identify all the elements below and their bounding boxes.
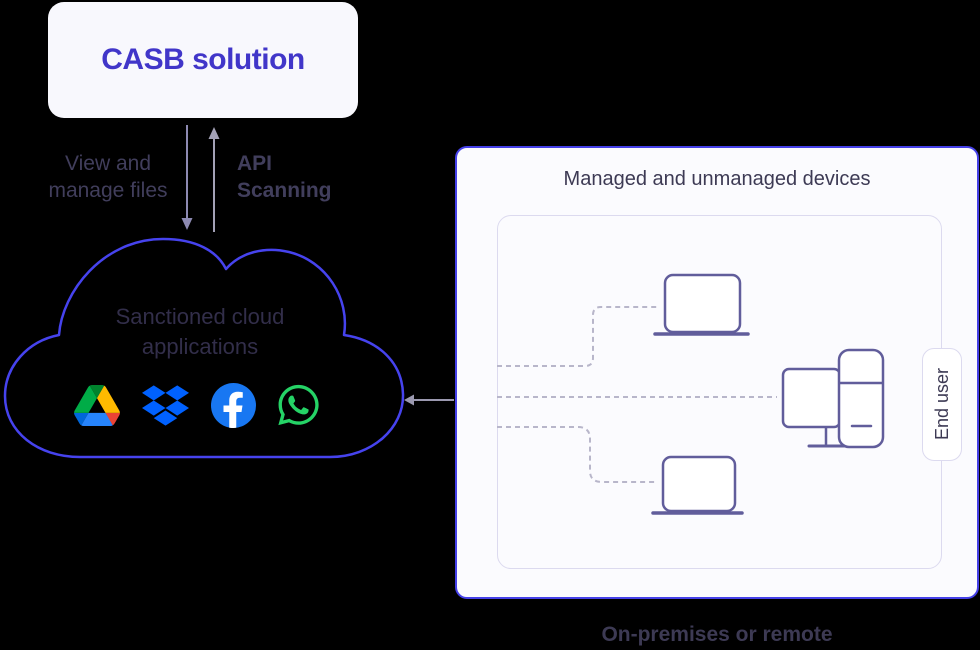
panel-to-cloud-arrow [404, 394, 454, 406]
end-user-tag: End user [922, 348, 962, 461]
laptop-icon [653, 273, 750, 336]
whatsapp-icon [278, 384, 319, 426]
google-drive-icon [74, 384, 120, 426]
devices-panel-title: Managed and unmanaged devices [563, 168, 871, 190]
api-scanning-label: API Scanning [237, 152, 332, 202]
view-manage-files-label: View and manage files [48, 152, 168, 202]
dashed-connector-top [497, 306, 659, 367]
on-premises-caption: On-premises or remote [601, 623, 833, 646]
arrow-up-icon [208, 127, 220, 232]
devices-artwork [497, 273, 885, 515]
end-user-label: End user [931, 368, 952, 441]
desktop-monitor-icon [781, 367, 847, 448]
devices-panel [455, 146, 979, 599]
arrow-down-icon [181, 125, 193, 230]
cloud-app-icons [74, 381, 319, 429]
cloud-label: Sanctioned cloud applications [115, 304, 285, 359]
casb-solution-title: CASB solution [101, 43, 305, 76]
facebook-icon [211, 382, 256, 428]
arrow-left-icon [404, 394, 454, 406]
casb-solution-box: CASB solution [48, 2, 358, 118]
smartphone-icon [837, 348, 885, 449]
dropbox-icon [142, 384, 189, 426]
dashed-connector-bottom [497, 426, 657, 483]
laptop-icon [651, 455, 744, 515]
casb-cloud-arrows [181, 125, 220, 232]
